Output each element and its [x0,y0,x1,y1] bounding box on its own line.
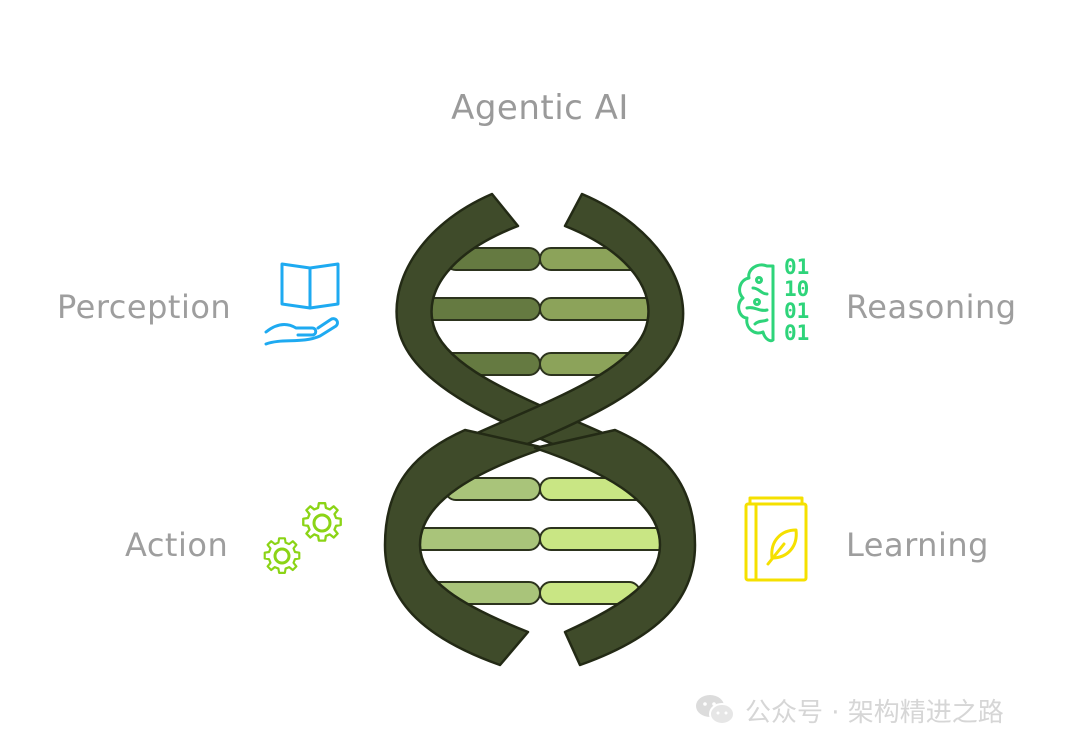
diagram-title: Agentic AI [451,88,629,128]
label-learning: Learning [846,526,989,564]
binary-row: 01 [784,321,810,345]
rung [539,527,673,551]
brain-binary-icon [737,263,775,343]
label-action: Action [125,526,229,564]
label-reasoning: Reasoning [846,288,1017,326]
watermark: 公众号 · 架构精进之路 [695,690,1004,730]
gears-icon [263,502,342,574]
watermark-text: 公众号 · 架构精进之路 [745,697,1004,728]
rung [404,527,541,551]
binary-row: 01 [784,255,810,279]
leaf-book-icon [744,496,808,582]
open-book-hand-icon [264,262,340,346]
label-perception: Perception [57,288,232,326]
helix-strand [383,428,547,667]
wechat-icon [696,695,735,725]
binary-row: 01 [784,299,810,323]
helix-rungs-top [404,247,673,376]
binary-digits: 01 10 01 01 [784,256,824,344]
binary-row: 10 [784,277,810,301]
helix-strand [533,428,697,667]
